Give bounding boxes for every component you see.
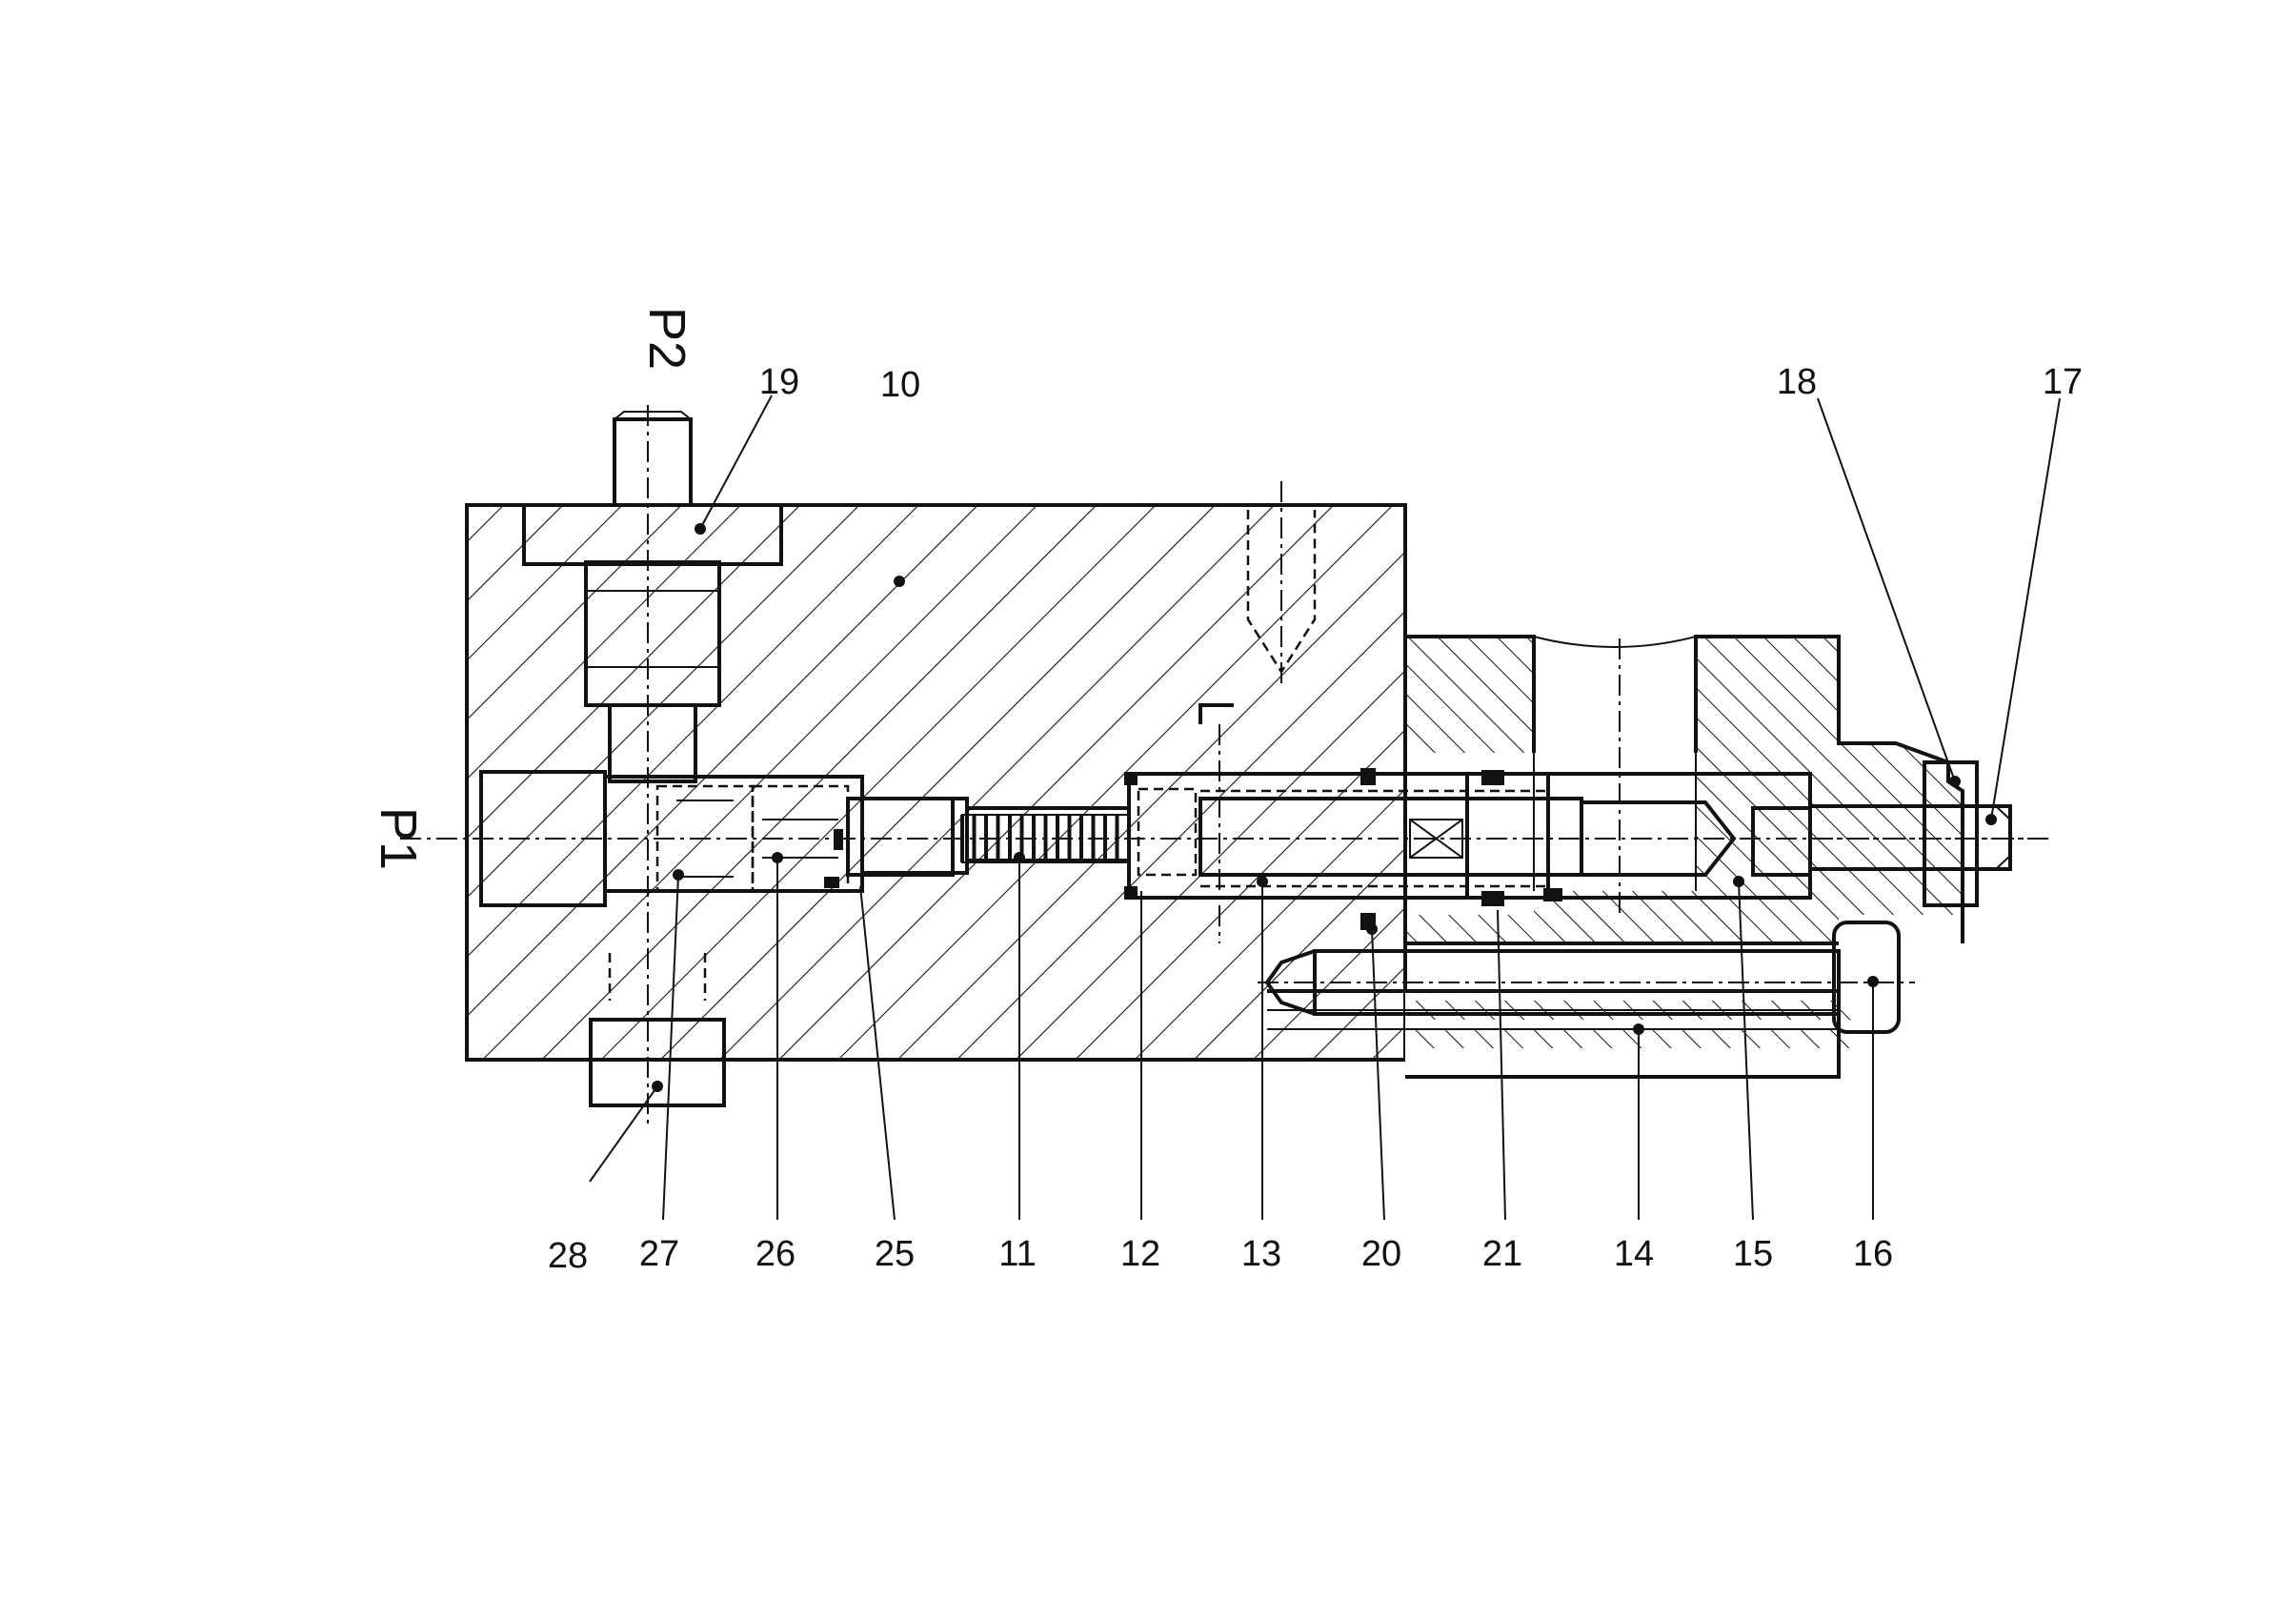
right-housing	[1405, 635, 1964, 945]
callout-14: 14	[1614, 1234, 1654, 1274]
locknut-18	[1923, 760, 1979, 907]
seat-25	[846, 797, 955, 877]
top-tapped-hole	[1246, 481, 1317, 686]
callout-18: 18	[1777, 362, 1817, 402]
callout-19: 19	[759, 362, 799, 402]
callout-13: 13	[1241, 1234, 1281, 1274]
callout-10: 10	[880, 365, 920, 405]
leader-lines	[589, 395, 2061, 1221]
callout-26: 26	[755, 1234, 796, 1274]
main-body-10	[465, 503, 1407, 1062]
callout-21: 21	[1482, 1234, 1522, 1274]
sleeve-14	[1267, 989, 1853, 1079]
callout-28: 28	[548, 1236, 588, 1276]
plug-28	[589, 953, 726, 1107]
port-p1-label: P1	[370, 807, 427, 870]
callout-12: 12	[1120, 1234, 1160, 1274]
callout-11: 11	[998, 1234, 1036, 1274]
callout-15: 15	[1733, 1234, 1773, 1274]
callout-17: 17	[2043, 362, 2083, 402]
callout-16: 16	[1853, 1234, 1893, 1274]
callout-20: 20	[1361, 1234, 1401, 1274]
section-mark	[1198, 703, 1234, 943]
port-p2-label: P2	[638, 307, 695, 370]
callout-27: 27	[639, 1234, 679, 1274]
p2-fitting-19	[522, 405, 783, 1124]
check-valve-26-27	[655, 784, 850, 893]
spool-12-13	[1127, 772, 1583, 900]
callout-25: 25	[875, 1234, 915, 1274]
bolt-16	[1258, 921, 1915, 1034]
callout-dots	[652, 523, 1997, 1092]
